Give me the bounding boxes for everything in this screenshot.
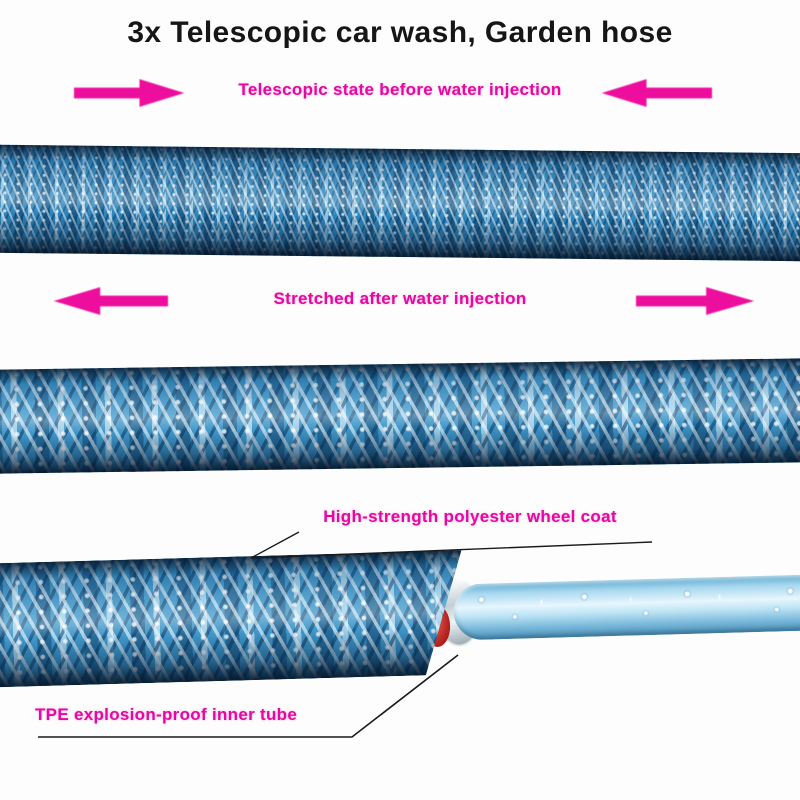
braided-coat: [0, 550, 479, 688]
stretched-hose-image: [0, 358, 800, 474]
after-state-label: Stretched after water injection: [273, 289, 527, 308]
before-state-label: Telescopic state before water injection: [238, 80, 562, 99]
compressed-hose-image: [0, 144, 800, 262]
coat-label: High-strength polyester wheel coat: [323, 507, 617, 526]
inner-tube-label: TPE explosion-proof inner tube: [35, 705, 298, 724]
arrow-left-icon: [52, 284, 168, 318]
arrow-right-icon: [74, 76, 186, 110]
page-title: 3x Telescopic car wash, Garden hose: [127, 16, 673, 49]
inner-tube: [452, 574, 800, 641]
arrow-left-icon: [600, 76, 712, 110]
arrow-right-icon: [636, 284, 756, 318]
cutaway-hose-image: [0, 537, 800, 710]
